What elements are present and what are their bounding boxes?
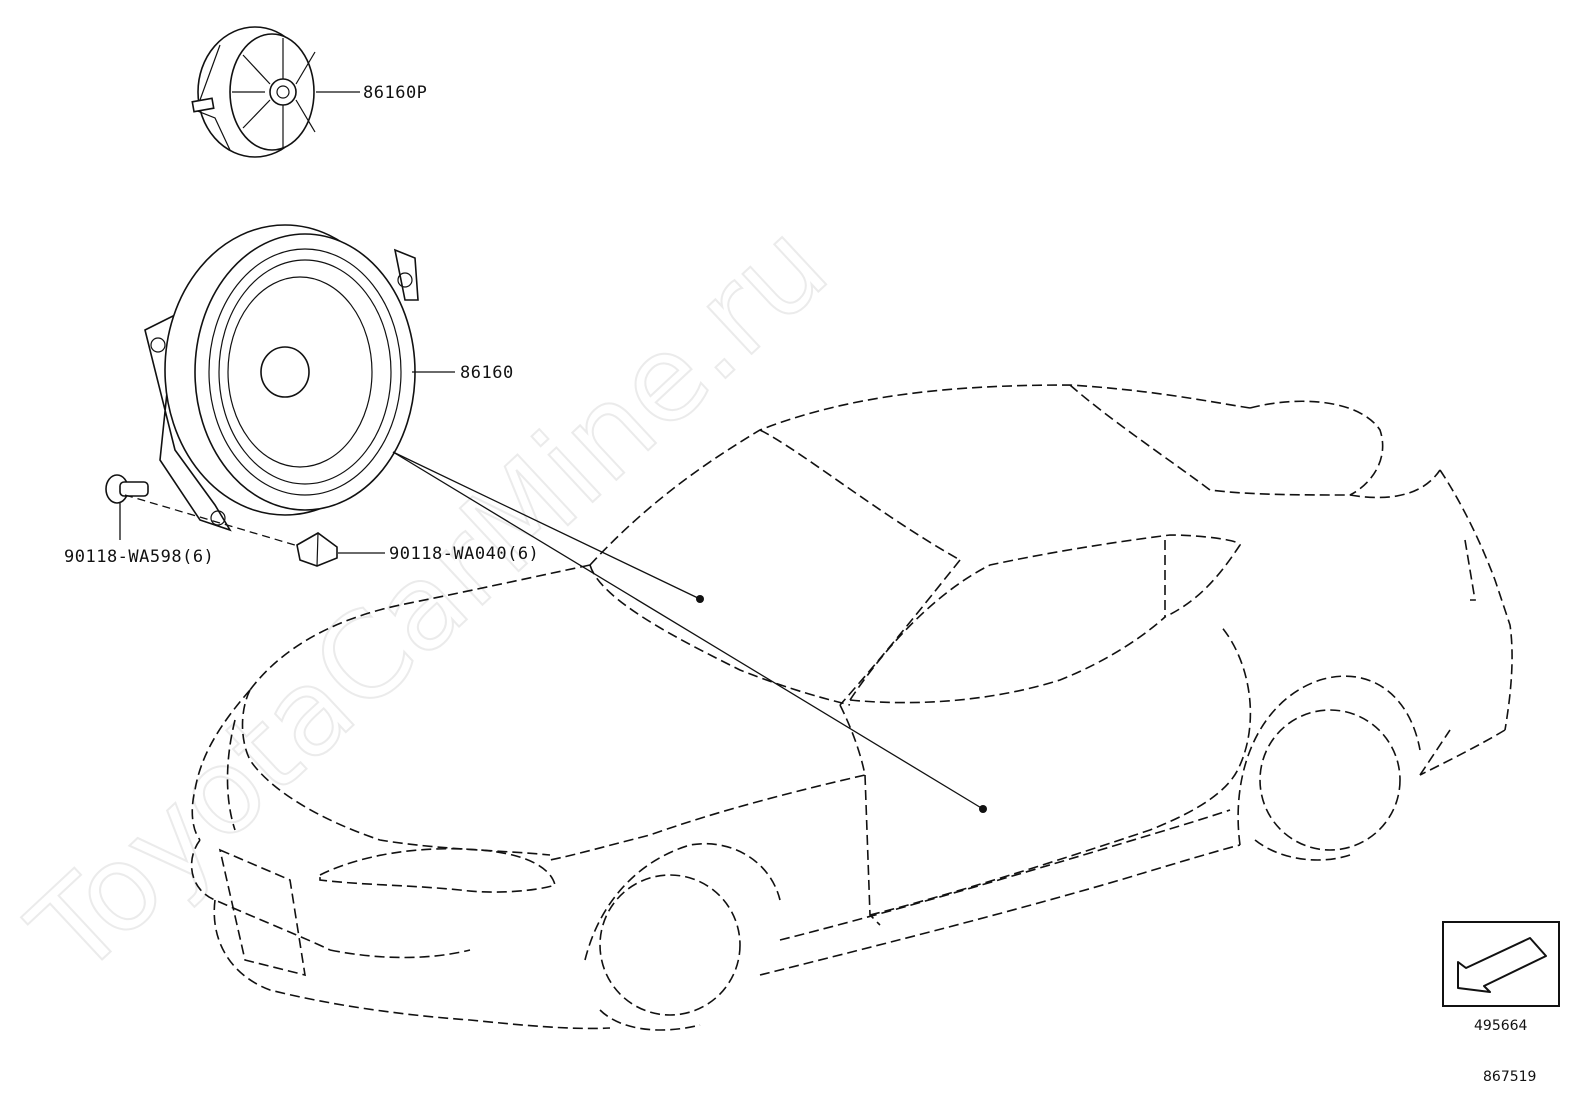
location-line-door-speaker	[392, 451, 984, 810]
watermark: ToyotaCarMine.ru	[4, 197, 853, 1002]
door-speaker-icon	[144, 224, 419, 532]
dashed-assembly-line	[124, 494, 306, 549]
part-label-86160p: 86160P	[363, 83, 427, 103]
part-label-90118-wa040: 90118-WA040(6)	[389, 544, 539, 564]
part-label-90118-wa598: 90118-WA598(6)	[64, 547, 214, 567]
location-line-tweeter	[392, 451, 701, 600]
location-dot-tweeter	[696, 595, 704, 603]
front-direction-arrow-icon	[1442, 921, 1560, 1007]
car-outline-icon	[190, 384, 1513, 1031]
reference-number-illustration: 495664	[1474, 1018, 1528, 1034]
reference-number-page: 867519	[1483, 1069, 1536, 1085]
clip-nut-icon	[296, 532, 338, 567]
location-dot-door-speaker	[979, 805, 987, 813]
tweeter-speaker-icon	[191, 26, 316, 158]
part-label-86160: 86160	[460, 363, 514, 383]
screw-icon	[105, 474, 149, 504]
